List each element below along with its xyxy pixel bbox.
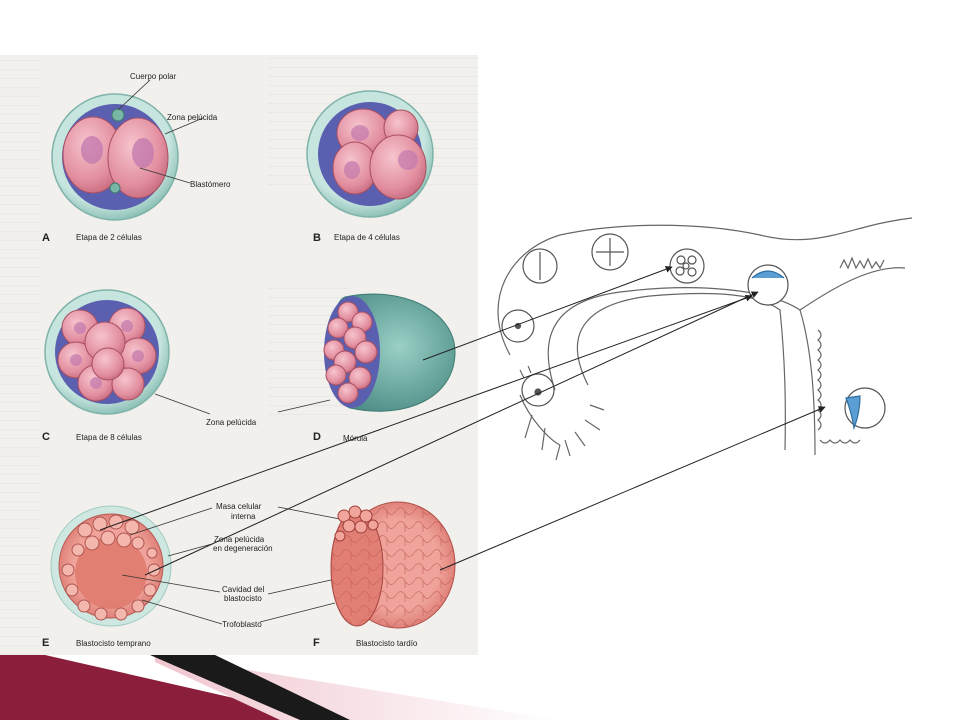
panel-a-two-cell: Cuerpo polar Zona pelúcida Blastómero A …	[42, 72, 231, 244]
nucleus	[90, 377, 102, 389]
arrow-early-blastocyst-to-tube-2	[144, 291, 759, 576]
leader-line	[154, 393, 211, 415]
leader-line	[259, 602, 336, 623]
fimbriae	[524, 414, 546, 451]
leader-line	[277, 506, 346, 521]
tube-two-cell	[522, 248, 558, 284]
panel-letter-b: B	[313, 232, 321, 244]
blastomere	[91, 347, 125, 381]
polar-body-bottom	[109, 182, 121, 194]
trophoblast-cells	[61, 547, 161, 621]
nucleus	[81, 136, 103, 164]
nucleus	[70, 354, 82, 366]
label-trofoblasto: Trofoblasto	[222, 620, 262, 629]
nucleus	[121, 320, 133, 332]
caption-a: Etapa de 2 células	[76, 233, 142, 242]
leader-line	[164, 117, 204, 135]
tube-morula	[669, 248, 705, 284]
blastomere	[369, 134, 427, 200]
endometrium-glands-bottom	[819, 439, 861, 444]
endometrium-glands-top	[839, 256, 885, 270]
caption-f: Blastocisto tardío	[356, 639, 418, 648]
tube-embryos	[501, 233, 886, 431]
footer-accent-block	[0, 655, 45, 720]
nucleus	[351, 125, 369, 141]
nucleus	[132, 138, 154, 168]
arrow-morula-to-tube	[422, 265, 673, 361]
polar-body-top	[111, 108, 125, 122]
label-zona-deg-1: Zona pelúcida	[214, 535, 265, 544]
nucleus	[398, 150, 418, 170]
panel-f-late-blastocyst: F Blastocisto tardío	[313, 501, 456, 649]
panel-letter-e: E	[42, 637, 49, 649]
leader-line	[277, 399, 331, 413]
slide-footer-bar	[0, 655, 560, 720]
footer-dark-stripe	[150, 655, 350, 720]
leader-line	[117, 79, 151, 111]
leader-line	[141, 599, 223, 625]
center-labels: Masa celular interna Zona pelúcida en de…	[213, 502, 346, 629]
label-masa-celular-1: Masa celular	[216, 502, 262, 511]
text-texture-left	[0, 55, 40, 655]
blastomere	[111, 367, 145, 401]
label-masa-celular-2: interna	[231, 512, 256, 521]
leader-line	[121, 574, 221, 593]
endometrium-glands-right	[817, 329, 822, 431]
panel-b-four-cell: B Etapa de 4 células	[306, 90, 434, 244]
caption-e: Blastocisto temprano	[76, 639, 151, 648]
tube-zygote-fertilization	[519, 365, 555, 407]
connector-arrows	[99, 265, 826, 576]
leader-line	[139, 167, 191, 184]
implanting-blastocyst	[844, 387, 886, 431]
caption-b: Etapa de 4 células	[334, 233, 400, 242]
label-blastomero: Blastómero	[190, 180, 231, 189]
label-zona-deg-2: en degeneración	[213, 544, 273, 553]
morula-cells	[323, 301, 378, 404]
arrow-late-blastocyst-to-uterus	[439, 406, 826, 571]
label-cavidad-2: blastocisto	[224, 594, 262, 603]
panel-c-eight-cell: C Etapa de 8 células	[42, 289, 211, 443]
panel-letter-f: F	[313, 637, 320, 649]
label-cavidad-1: Cavidad del	[222, 585, 264, 594]
uterine-tube-sketch	[497, 217, 913, 461]
uterus-wall-left	[576, 292, 786, 451]
uterus-wall-right	[799, 309, 816, 456]
nucleus	[344, 161, 360, 179]
tube-four-cell	[591, 233, 629, 271]
tube-blastocyst	[747, 264, 789, 306]
panel-d-morula: Zona pelúcida D Mórula	[206, 293, 456, 443]
tube-upper-wall	[497, 217, 913, 356]
label-zona-pelucida: Zona pelúcida	[167, 113, 218, 122]
label-zona-pelucida-cd: Zona pelúcida	[206, 418, 257, 427]
panel-letter-c: C	[42, 431, 50, 443]
panel-e-early-blastocyst: E Blastocisto temprano	[42, 505, 223, 649]
panel-letter-d: D	[313, 431, 321, 443]
footer-pink-stripe	[155, 655, 560, 720]
tube-zygote	[501, 309, 535, 343]
arrow-early-blastocyst-to-tube-1	[99, 294, 753, 531]
tube-inner-wall	[547, 267, 906, 391]
leader-line	[267, 577, 341, 595]
leader-line	[167, 543, 213, 557]
leader-line	[129, 507, 213, 536]
inner-cell-mass	[334, 505, 379, 542]
caption-c: Etapa de 8 células	[76, 433, 142, 442]
nucleus	[74, 322, 86, 334]
fimbriae	[519, 394, 605, 461]
label-cuerpo-polar: Cuerpo polar	[130, 72, 177, 81]
panel-letter-a: A	[42, 232, 50, 244]
nucleus	[132, 350, 144, 362]
blastocyst-cavity	[75, 537, 147, 609]
